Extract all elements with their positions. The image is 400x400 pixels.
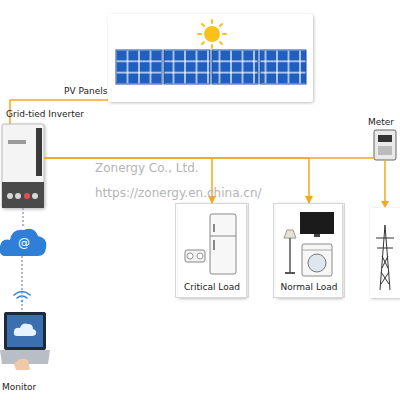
cloud-shape [0, 229, 46, 256]
pylon-icon [376, 225, 394, 290]
sun-icon [198, 20, 226, 48]
solar-panels [116, 50, 306, 84]
load-box: Critical Load [175, 203, 249, 298]
monitor-node: Monitor [2, 310, 48, 370]
node-label: Grid-tied Inverter [6, 109, 84, 120]
node-label: Normal Load [274, 282, 344, 293]
watermark-text: https://zonergy.en.china.cn/ [95, 186, 262, 200]
meter-box: Meter [374, 130, 396, 160]
tv-icon [300, 212, 334, 237]
floor-lamp-icon [284, 230, 296, 273]
power-connector [22, 208, 24, 228]
emergency-lamp-icon [185, 250, 205, 262]
power-connector [44, 158, 309, 203]
node-label: @ [2, 236, 46, 250]
washer-icon [302, 244, 332, 276]
panel-frame [108, 14, 313, 102]
load-box: Normal Load [273, 203, 345, 298]
power-connector [21, 256, 23, 310]
inverter-device [2, 124, 44, 208]
meter-device [374, 130, 396, 160]
cloud-node: @ [0, 228, 46, 256]
fridge-icon [210, 214, 236, 274]
laptop-icon [0, 312, 50, 370]
inverter-box: Grid-tied Inverter [2, 124, 44, 208]
node-label: Monitor [2, 382, 36, 393]
node-label: Critical Load [176, 282, 248, 293]
power-connector [44, 157, 374, 159]
watermark-text: Zonergy Co., Ltd. [95, 161, 199, 175]
grid-feed [381, 160, 389, 208]
node-label: PV Panels [64, 86, 107, 97]
pv-panels: PV Panels [108, 14, 313, 102]
grid-panel [370, 208, 400, 298]
node-label: Meter [368, 117, 394, 128]
